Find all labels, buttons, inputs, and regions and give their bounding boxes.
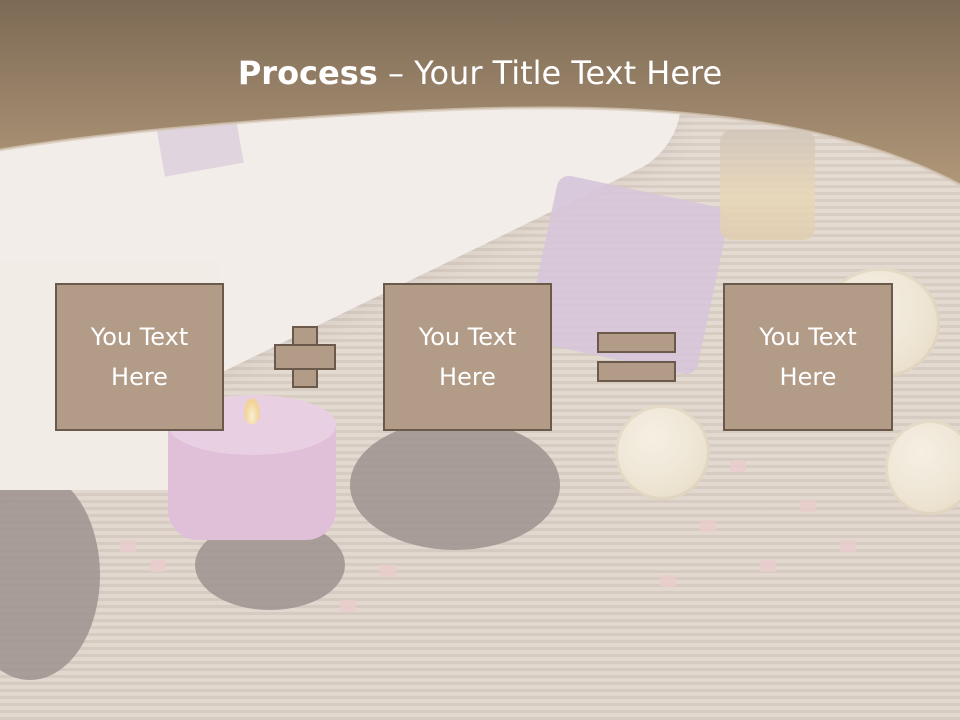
flame-icon [244,398,260,424]
plus-icon-center [294,346,316,368]
salt-crystal [840,540,856,552]
title-rest-part: – Your Title Text Here [377,54,723,92]
salt-crystal [800,500,816,512]
process-box-2-text: You Text Here [418,323,517,391]
rattan-ball [615,405,710,500]
process-box-3[interactable]: You Text Here [723,283,893,431]
salt-crystal [730,460,746,472]
candle-jar [720,130,815,240]
salt-crystal [380,565,396,577]
title-band [0,0,960,187]
salt-crystal [700,520,716,532]
rattan-ball [885,420,960,515]
slide-title: Process – Your Title Text Here [0,54,960,92]
title-bold-part: Process [237,54,378,92]
equals-icon [597,332,676,353]
process-box-1-text: You Text Here [90,323,189,391]
equals-icon-bar [597,361,676,382]
process-box-1[interactable]: You Text Here [55,283,224,431]
salt-crystal [340,600,356,612]
salt-crystal [120,540,136,552]
process-box-3-text: You Text Here [759,323,857,391]
salt-crystal [660,575,676,587]
salt-crystal [760,560,776,572]
salt-crystal [150,560,166,572]
black-stone [350,420,560,550]
process-box-2[interactable]: You Text Here [383,283,552,431]
